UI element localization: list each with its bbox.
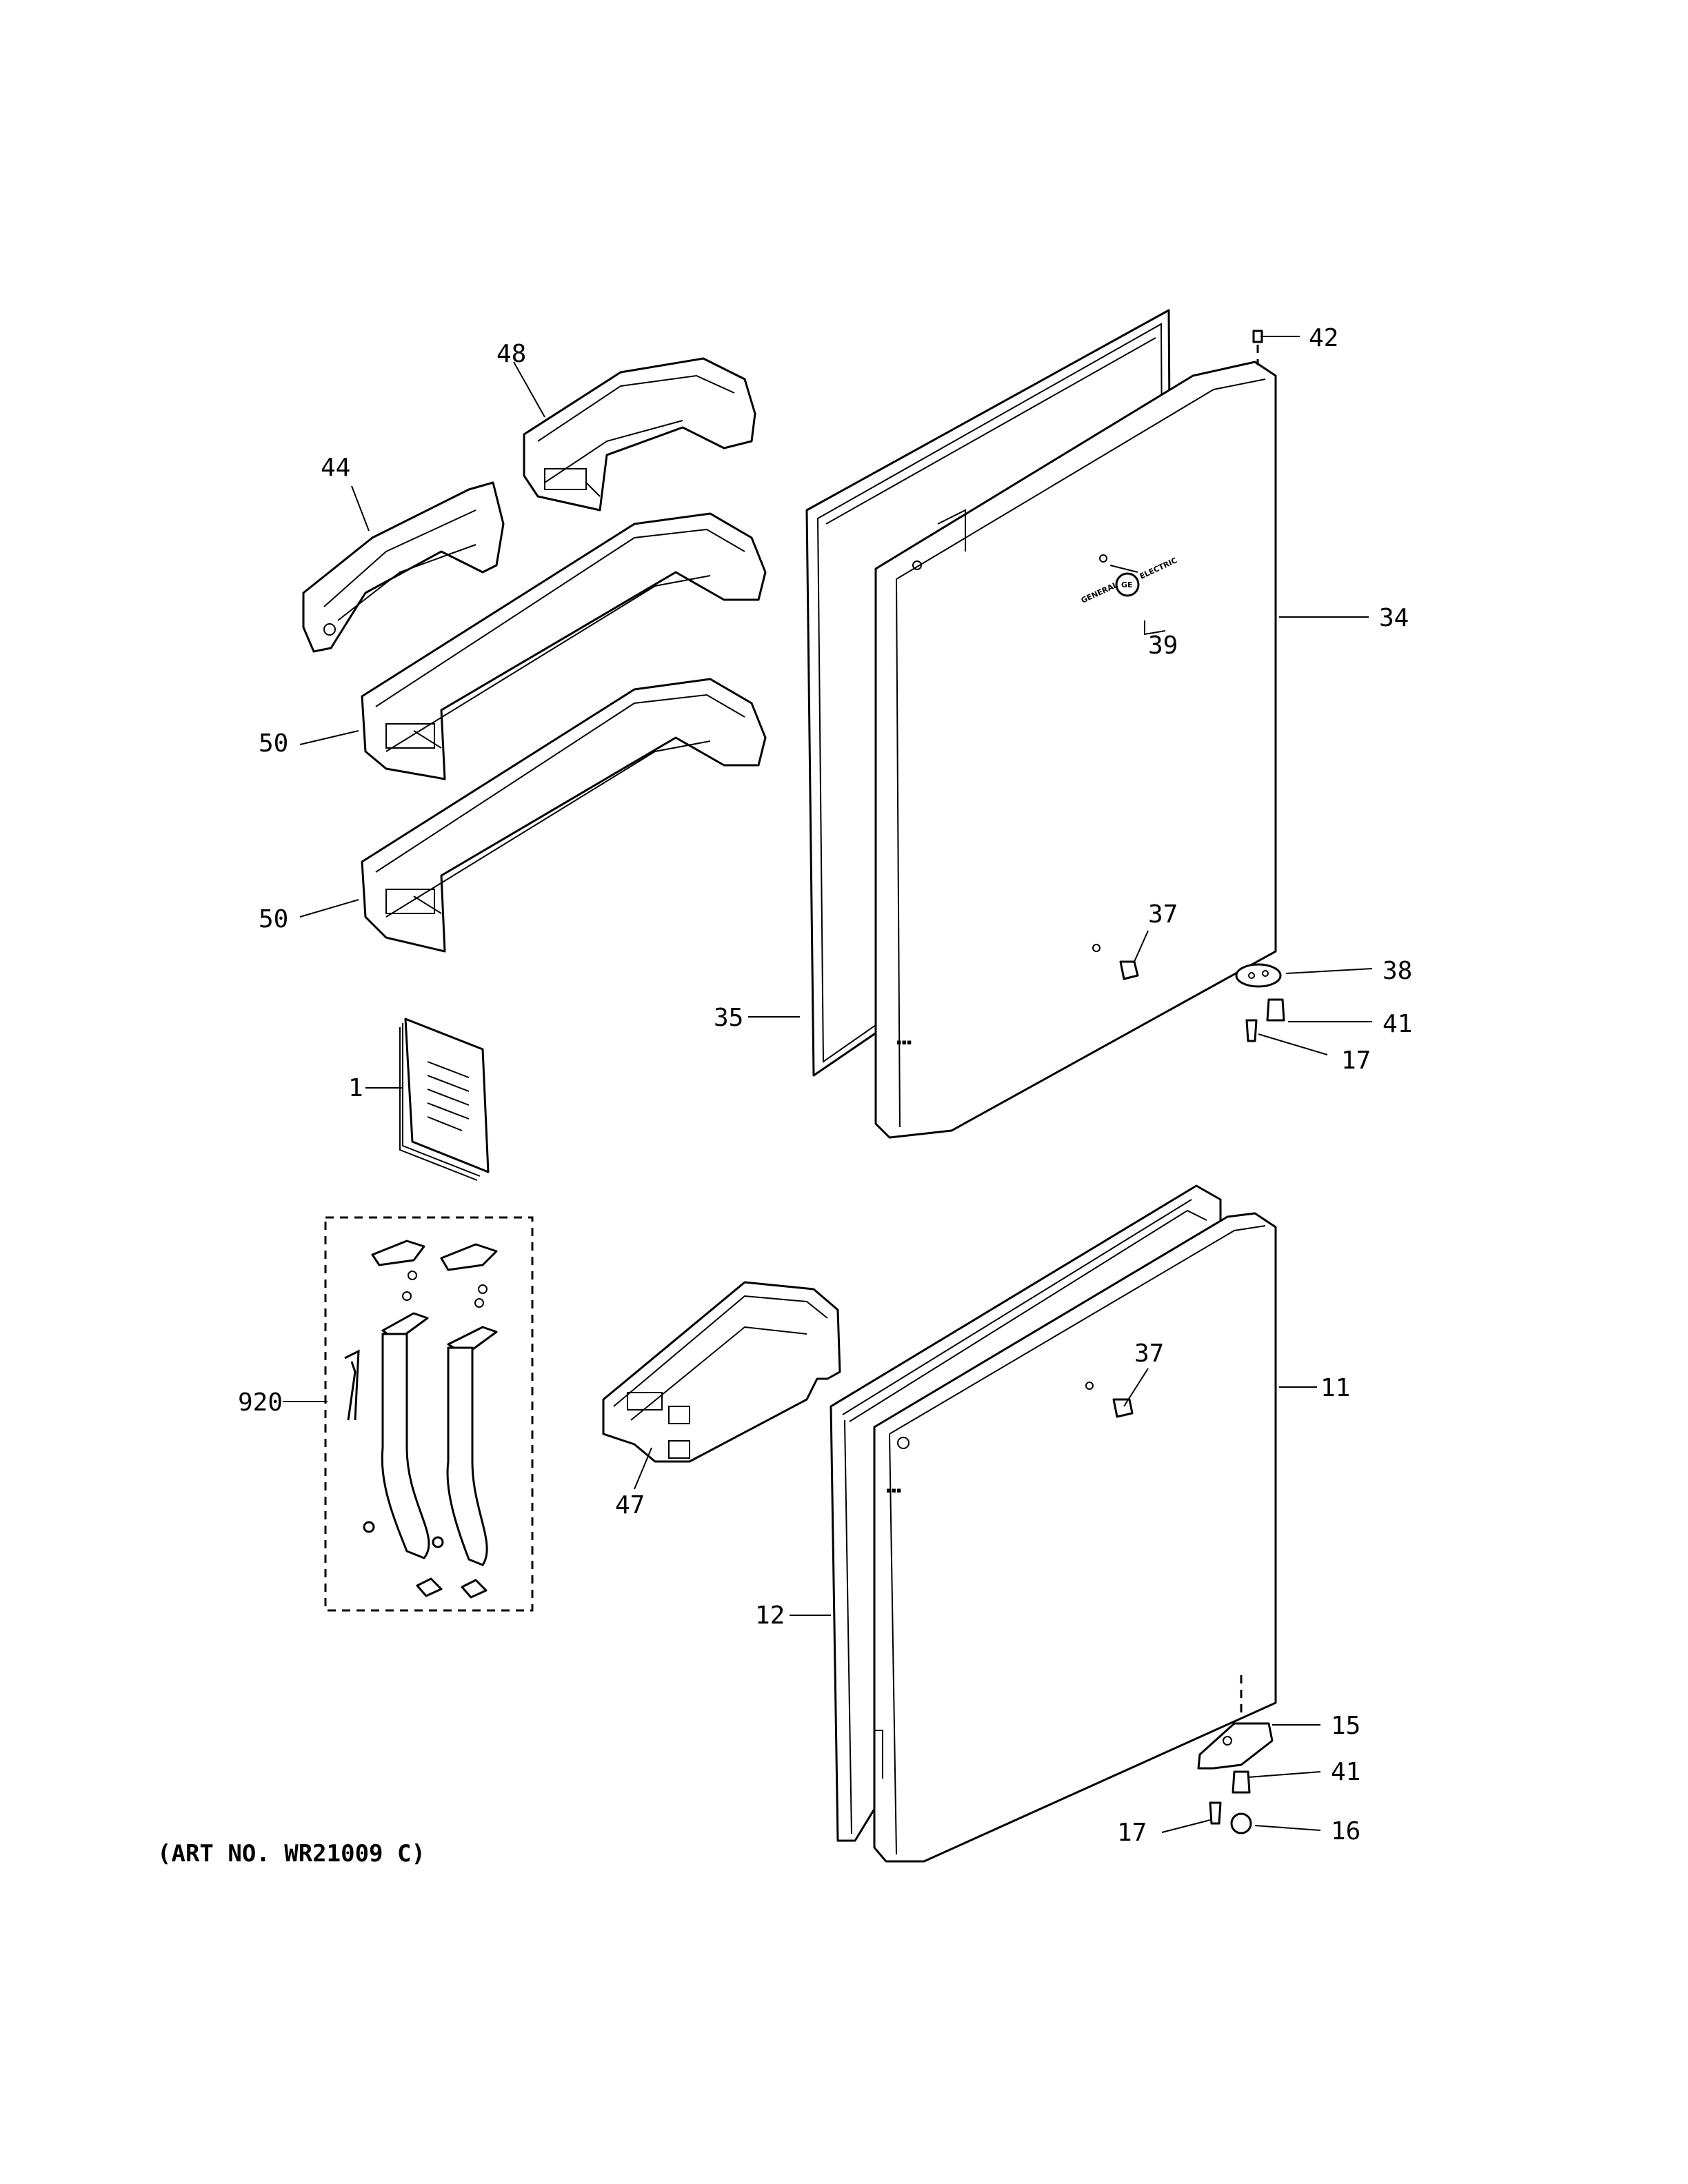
callout-50-upper: 50 [259, 729, 288, 758]
callout-12: 12 [755, 1601, 785, 1630]
callout-1: 1 [348, 1074, 363, 1102]
callout-37-upper: 37 [1148, 900, 1178, 929]
callout-34: 34 [1379, 604, 1409, 632]
callout-35: 35 [714, 1004, 743, 1032]
callout-41-upper: 41 [1383, 1010, 1412, 1038]
callout-48: 48 [496, 340, 526, 368]
hinge-pin-42 [1252, 330, 1263, 365]
callout-44: 44 [321, 454, 350, 482]
art-number-caption: (ART NO. WR21009 C) [157, 1840, 425, 1868]
screw-17-lower [1209, 1801, 1222, 1825]
door-bin-50-upper [361, 512, 767, 780]
owner-manual-1 [399, 1018, 490, 1181]
hinge-bushing-41-lower [1232, 1770, 1251, 1794]
callout-17-upper: 17 [1341, 1046, 1371, 1075]
callout-15: 15 [1331, 1712, 1360, 1740]
door-bin-47 [602, 1281, 841, 1463]
callout-37-lower: 37 [1134, 1339, 1164, 1368]
callout-labels: 42 48 44 34 39 50 50 37 35 38 41 17 1 92… [238, 324, 1412, 1847]
callout-38: 38 [1383, 957, 1412, 985]
hinge-bushing-41-upper [1266, 998, 1285, 1022]
door-marking: ▪▪▪ [896, 1038, 912, 1046]
callout-39: 39 [1148, 631, 1178, 660]
callout-50-lower: 50 [259, 905, 288, 933]
screw-17-upper [1245, 1019, 1258, 1042]
washer-16 [1230, 1812, 1252, 1834]
door-rail-44 [302, 481, 505, 653]
callout-41-lower: 41 [1331, 1758, 1360, 1786]
door-marking-lower: ▪▪▪ [886, 1486, 901, 1495]
callout-17-lower: 17 [1117, 1819, 1147, 1847]
callout-16: 16 [1331, 1817, 1360, 1846]
leader-lines [283, 336, 1373, 1833]
callout-42: 42 [1309, 324, 1338, 352]
hinge-plate-38 [1235, 963, 1282, 988]
callout-11: 11 [1320, 1374, 1350, 1402]
callout-47: 47 [615, 1491, 645, 1519]
screw-37-lower [1085, 1382, 1134, 1418]
handle-kit-920 [324, 1216, 534, 1612]
freezer-door-34: ▪▪▪ [874, 361, 1277, 1139]
logo-monogram: GE [1121, 580, 1133, 589]
door-bin-50-lower [361, 678, 767, 953]
bottom-hinge-15 [1197, 1675, 1274, 1770]
callout-920: 920 [238, 1388, 283, 1417]
screw-37-upper [1092, 944, 1139, 980]
fresh-food-door-11: ▪▪▪ [873, 1212, 1277, 1863]
door-bin-48 [523, 357, 756, 512]
